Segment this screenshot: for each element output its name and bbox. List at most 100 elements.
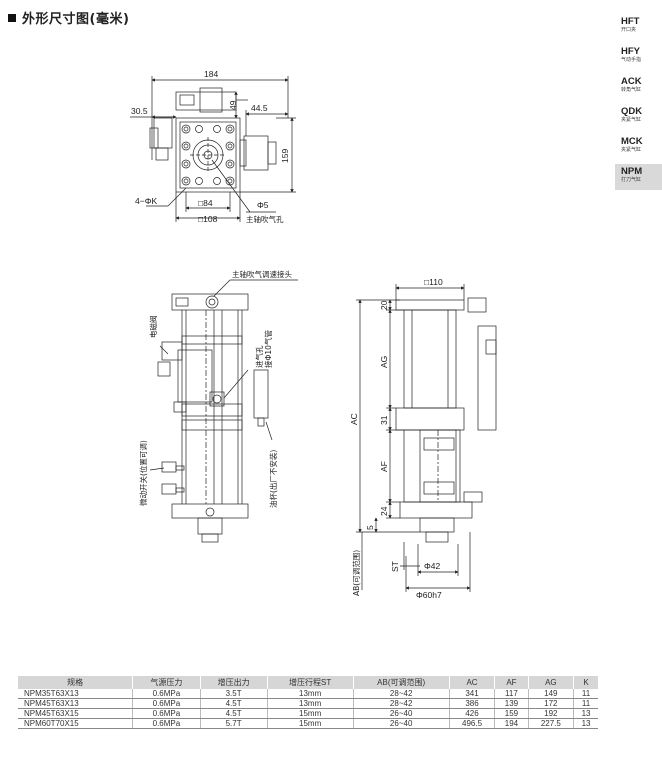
page-title-text: 外形尺寸图(毫米) xyxy=(22,12,130,27)
table-cell: 13 xyxy=(573,718,598,729)
col-header: 规格 xyxy=(18,676,134,689)
dim-49: 49 xyxy=(228,100,238,110)
table-cell: 496.5 xyxy=(449,718,496,729)
table-cell: 341 xyxy=(449,689,496,699)
col-header: AG xyxy=(528,676,575,689)
dim-sq110: □110 xyxy=(424,277,443,287)
dim-sq108: □108 xyxy=(198,214,218,224)
sidebar-sub: 开口夹 xyxy=(621,27,637,33)
table-cell: 5.7T xyxy=(200,718,268,729)
dim-af: AF xyxy=(379,461,389,472)
table-cell: 11 xyxy=(573,698,598,709)
dim-31: 31 xyxy=(379,415,389,425)
dim-30-5: 30.5 xyxy=(131,106,148,116)
col-header: 增压出力 xyxy=(200,676,268,689)
table-cell: 11 xyxy=(573,689,598,699)
dim-phi60: Φ60h7 xyxy=(416,590,442,600)
table-cell: 149 xyxy=(528,689,575,699)
table-cell: 15mm xyxy=(267,708,354,719)
dim-5: 5 xyxy=(365,525,375,530)
col-header: AB(可调范围) xyxy=(353,676,450,689)
sidebar-sub: 夹紧气缸 xyxy=(621,117,642,123)
spec-table: 规格 气源压力 增压出力 增压行程ST AB(可调范围) AC AF AG K … xyxy=(18,676,598,729)
dim-ag: AG xyxy=(379,356,389,368)
dim-phi42: Φ42 xyxy=(424,561,441,571)
table-cell: NPM35T63X13 xyxy=(18,689,134,699)
dim-44-5: 44.5 xyxy=(251,103,268,113)
table-cell: 15mm xyxy=(267,718,354,729)
table-cell: 0.6MPa xyxy=(132,689,201,699)
side-view xyxy=(356,284,497,592)
table-cell: 28~42 xyxy=(353,698,450,709)
page-title: 外形尺寸图(毫米) xyxy=(8,8,129,27)
spec-header-row: 规格 气源压力 增压出力 增压行程ST AB(可调范围) AC AF AG K xyxy=(18,676,598,689)
dim-4-phik: 4−ΦK xyxy=(135,196,157,206)
col-header: AF xyxy=(494,676,529,689)
table-cell: 192 xyxy=(528,708,575,719)
col-header: 增压行程ST xyxy=(267,676,354,689)
sidebar-sub: 夹紧气缸 xyxy=(621,147,642,153)
table-cell: 139 xyxy=(494,698,529,709)
table-cell: 13mm xyxy=(267,698,354,709)
dim-ac: AC xyxy=(349,413,359,425)
dim-159: 159 xyxy=(280,149,290,163)
col-header: 气源压力 xyxy=(132,676,201,689)
table-cell: 4.5T xyxy=(200,698,268,709)
table-cell: NPM45T63X15 xyxy=(18,708,134,719)
dim-24: 24 xyxy=(379,506,389,516)
table-row: NPM60T70X15 0.6MPa 5.7T 15mm 26~40 496.5… xyxy=(18,718,598,729)
table-cell: 28~42 xyxy=(353,689,450,699)
table-cell: 172 xyxy=(528,698,575,709)
col-header: K xyxy=(573,676,598,689)
table-cell: 159 xyxy=(494,708,529,719)
dim-ab: AB(可调范围) xyxy=(351,550,361,596)
label-switch: 微动开关(位置可调) xyxy=(138,440,148,506)
sidebar-code: ACK xyxy=(621,76,642,87)
dim-phi5: Φ5 xyxy=(257,200,269,210)
sidebar-code: NPM xyxy=(621,166,643,177)
label-joint: 主轴吹气调速接头 xyxy=(232,269,292,279)
table-cell: 13 xyxy=(573,708,598,719)
label-spindle-hole: 主轴吹气孔 xyxy=(246,214,284,224)
table-cell: 26~40 xyxy=(353,718,450,729)
technical-drawing: 184 30.5 49 44.5 159 4−ΦK □84 □108 Φ5 主轴… xyxy=(130,69,497,600)
table-cell: 0.6MPa xyxy=(132,708,201,719)
table-cell: 0.6MPa xyxy=(132,718,201,729)
sidebar-code: MCK xyxy=(621,136,643,147)
table-cell: 386 xyxy=(449,698,496,709)
table-row: NPM35T63X13 0.6MPa 3.5T 13mm 28~42 341 1… xyxy=(18,689,598,699)
label-inlet-pipe: 接Φ10气管 xyxy=(263,330,273,368)
sidebar-sub: 气动手指 xyxy=(621,57,642,63)
table-cell: 426 xyxy=(449,708,496,719)
sidebar-code: HFT xyxy=(621,16,640,27)
table-cell: 117 xyxy=(494,689,529,699)
table-cell: 194 xyxy=(494,718,529,729)
table-cell: 227.5 xyxy=(528,718,575,729)
table-cell: 0.6MPa xyxy=(132,698,201,709)
sidebar-code: HFY xyxy=(621,46,640,57)
table-cell: 13mm xyxy=(267,689,354,699)
top-view xyxy=(130,76,296,222)
table-cell: 3.5T xyxy=(200,689,268,699)
sidebar-sub: 打刀气缸 xyxy=(621,177,642,183)
front-view xyxy=(149,279,298,543)
sidebar-code: QDK xyxy=(621,106,643,117)
dim-st: ST xyxy=(390,561,400,572)
label-solenoid: 电磁阀 xyxy=(148,316,158,339)
label-inlet: 进气孔 xyxy=(254,345,264,368)
table-cell: 26~40 xyxy=(353,708,450,719)
table-cell: NPM60T70X15 xyxy=(18,718,134,729)
table-cell: 4.5T xyxy=(200,708,268,719)
table-row: NPM45T63X13 0.6MPa 4.5T 13mm 28~42 386 1… xyxy=(18,698,598,709)
table-cell: NPM45T63X13 xyxy=(18,698,134,709)
dim-sq84: □84 xyxy=(198,198,213,208)
dim-184: 184 xyxy=(204,69,218,79)
title-square-icon xyxy=(8,14,16,22)
